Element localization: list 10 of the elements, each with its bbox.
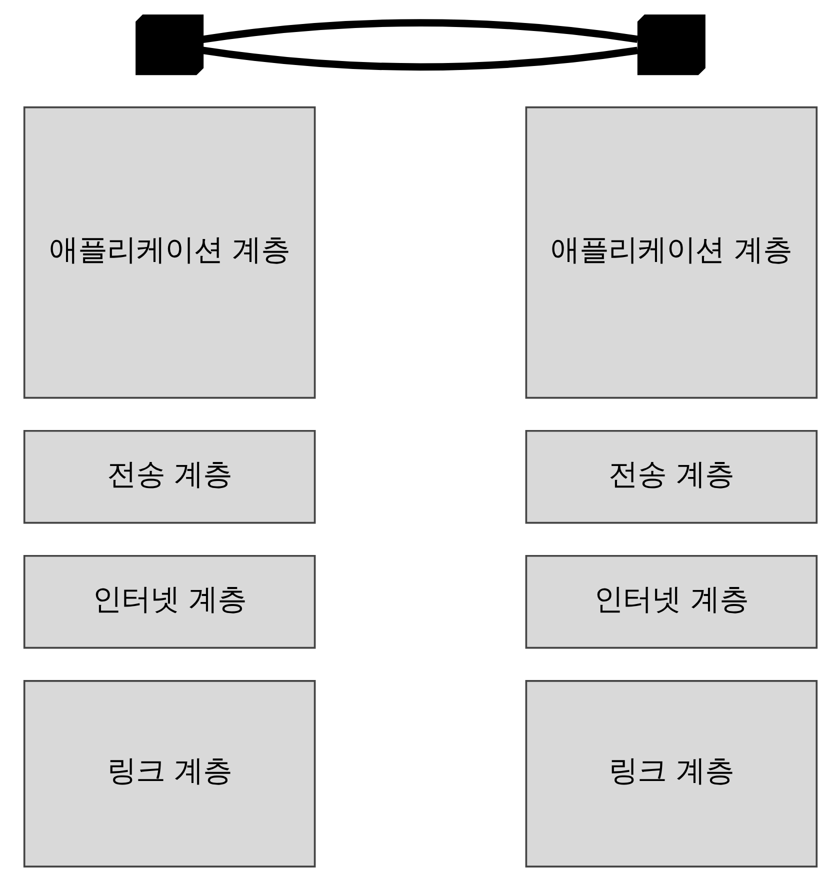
node-box: 인터넷 계층 xyxy=(22,554,316,649)
connector xyxy=(202,46,638,71)
node-box: 인터넷 계층 xyxy=(524,554,818,649)
node-box: 링크 계층 xyxy=(22,680,316,868)
node-box: 전송 계층 xyxy=(22,430,316,524)
connector xyxy=(202,19,638,44)
node-box: 링크 계층 xyxy=(524,680,818,868)
node-box: 전송 계층 xyxy=(524,430,818,524)
node-box: 애플리케이션 계층 xyxy=(524,106,818,399)
node-box: 애플리케이션 계층 xyxy=(22,106,316,399)
